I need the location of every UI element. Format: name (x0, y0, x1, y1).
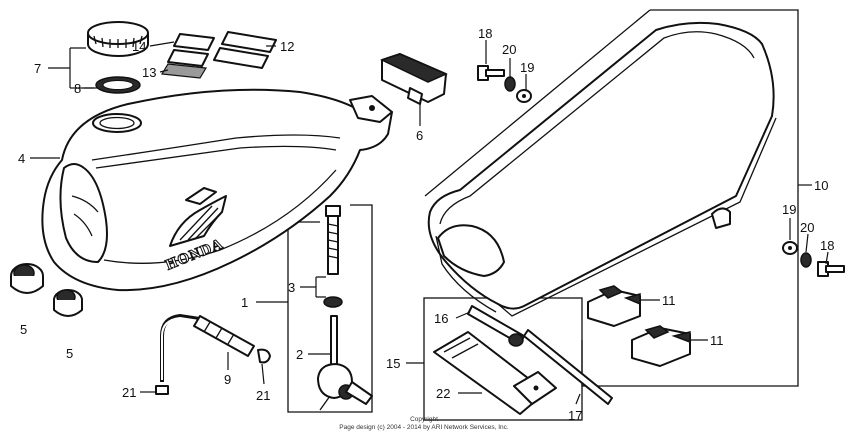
callout-11b[interactable]: 11 (710, 333, 724, 348)
callout-17[interactable]: 17 (568, 408, 582, 423)
callout-labels: 1 2 3 4 5 5 6 7 8 9 10 11 11 12 13 14 15… (18, 26, 834, 423)
seat-bracket-upper[interactable] (587, 285, 641, 327)
fuel-strainer-bolt-part[interactable] (323, 205, 343, 308)
callout-1[interactable]: 1 (241, 295, 248, 310)
callout-18b[interactable]: 18 (820, 238, 834, 253)
callout-21a[interactable]: 21 (122, 385, 136, 400)
copyright-line-2: Page design (c) 2004 - 2014 by ARI Netwo… (339, 424, 509, 431)
fuel-cap-part[interactable] (87, 21, 149, 57)
fuel-valve-part[interactable] (317, 315, 373, 411)
callout-5b[interactable]: 5 (66, 346, 73, 361)
seat-washer-lower-19[interactable] (782, 241, 798, 255)
callout-19a[interactable]: 19 (520, 60, 534, 75)
tube-clip-part-lower[interactable] (155, 385, 169, 395)
seat-washer-upper-19[interactable] (516, 89, 532, 103)
cap-gasket-part[interactable] (95, 76, 141, 94)
callout-21b[interactable]: 21 (256, 388, 270, 403)
callout-8[interactable]: 8 (74, 81, 81, 96)
callout-19b[interactable]: 19 (782, 202, 796, 217)
fuel-tank-part[interactable]: HONDA (41, 88, 393, 292)
callout-4[interactable]: 4 (18, 151, 25, 166)
callout-12[interactable]: 12 (280, 39, 294, 54)
callout-7[interactable]: 7 (34, 61, 41, 76)
stripe-emblem-14[interactable] (167, 33, 215, 67)
tank-cushion-rubber-lower[interactable] (53, 289, 83, 317)
seat-part[interactable] (427, 21, 777, 317)
honda-wing-logo (169, 187, 227, 247)
callout-10[interactable]: 10 (814, 178, 828, 193)
callout-9[interactable]: 9 (224, 372, 231, 387)
callout-20a[interactable]: 20 (502, 42, 516, 57)
callout-16[interactable]: 16 (434, 311, 448, 326)
tool-bag-part[interactable] (433, 331, 557, 415)
callout-6[interactable]: 6 (416, 128, 423, 143)
callout-3[interactable]: 3 (288, 280, 295, 295)
callout-13[interactable]: 13 (142, 65, 156, 80)
leader-lines (30, 40, 829, 405)
callout-5a[interactable]: 5 (20, 322, 27, 337)
seat-bolt-upper[interactable] (477, 65, 505, 81)
callout-15[interactable]: 15 (386, 356, 400, 371)
wrench-handle-part[interactable] (523, 329, 613, 405)
seat-group-frame (424, 9, 799, 387)
tank-lock-part[interactable] (380, 53, 448, 105)
seat-washer-upper-20[interactable] (504, 76, 516, 92)
tube-clip-part-upper[interactable] (257, 348, 271, 364)
callout-18a[interactable]: 18 (478, 26, 492, 41)
stripe-emblem-12[interactable] (213, 31, 277, 69)
callout-22[interactable]: 22 (436, 386, 450, 401)
fuel-tube-part[interactable] (160, 313, 255, 382)
copyright-line-1: Copyright (410, 416, 438, 423)
callout-14[interactable]: 14 (132, 39, 146, 54)
seat-bolt-lower[interactable] (817, 261, 845, 277)
seat-washer-lower-20[interactable] (800, 252, 812, 268)
callout-2[interactable]: 2 (296, 347, 303, 362)
callout-20b[interactable]: 20 (800, 220, 814, 235)
seat-bracket-lower[interactable] (631, 325, 691, 367)
tank-cushion-rubber-upper[interactable] (10, 263, 44, 294)
callout-11a[interactable]: 11 (662, 293, 676, 308)
